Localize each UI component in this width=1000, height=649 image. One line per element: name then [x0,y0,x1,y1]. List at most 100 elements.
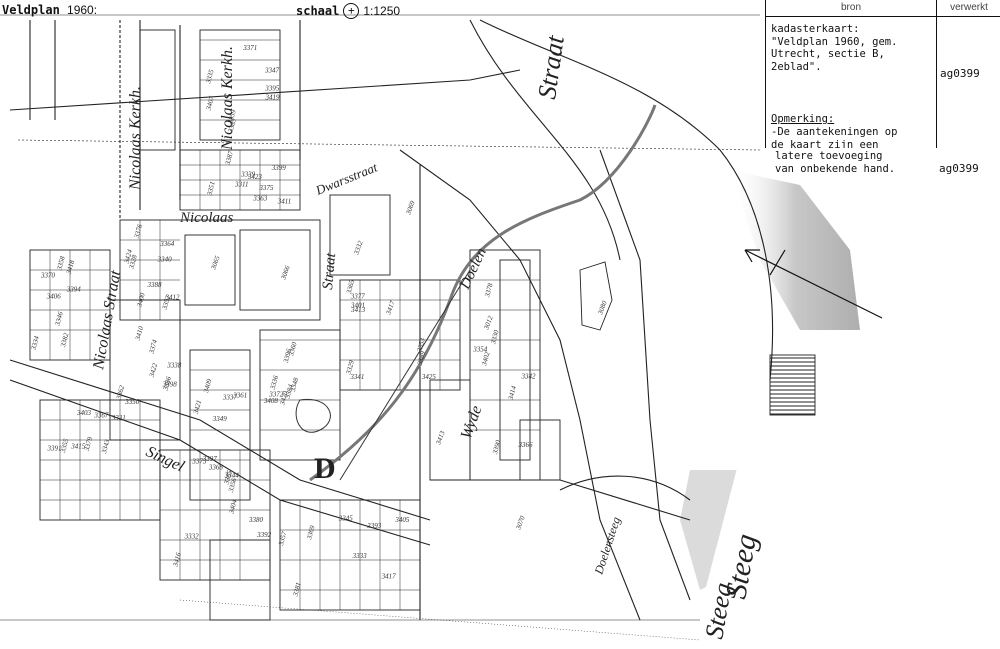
remark-text-overflow: latere toevoeging van onbekende hand. [775,150,896,175]
street-label: Nicolaas Kerkh. [127,86,144,191]
parcel-number: 3339 [240,171,256,179]
map-title-year: 1960: [67,3,98,17]
street-label: Dwarsstraat [313,159,380,198]
parcel-number: 3334 [29,335,41,352]
parcel-number: 3369 [305,524,317,541]
scale-ratio: 1:1250 [363,4,401,18]
parcel-number: 3340 [157,256,173,264]
street-label: Wyde [458,404,486,442]
parcel-number: 3389 [416,350,428,367]
parcel-number: 3392 [256,531,272,539]
parcel-number: 3411 [277,198,291,206]
big-parcel-numbers: 3065 3066 3332 3069 3080 3417 3413 3012 … [209,199,609,531]
map-title-name: Veldplan [2,3,60,17]
parcel-number: 3349 [212,415,228,423]
parcel-number: 3412 [165,293,181,301]
street-label: Straat [532,33,570,101]
parcel-number: 3362 [115,384,127,401]
parcel-number: 3066 [279,264,292,281]
parcel-number: 3422 [148,362,160,379]
parcel-number: 3350 [124,398,140,406]
parcel-number: 3384 [283,383,295,400]
parcel-number: 3415 [70,443,86,451]
parcel-number: 3337 [222,394,238,402]
parcel-number: 3414 [506,385,518,402]
parcel-number: 3396 [282,347,294,364]
parcel-number: 3352 [160,294,172,311]
parcel-number: 3338 [166,361,182,369]
street-label: Nicolaas Straat [90,269,124,372]
parcel-number: 3405 [394,516,410,524]
parcel-number: 3379 [83,436,95,453]
remark-title: Opmerking: [771,113,835,125]
parcel-number: 3355 [59,437,71,454]
parcel-number: 3328 [127,254,139,271]
parcel-number: 3417 [384,299,397,316]
parcel-number: 3413 [350,306,366,314]
col-header-source: bron [766,0,937,16]
parcel-number: 3330 [489,329,501,346]
parcel-number: 3336 [268,374,280,391]
parcel-number: 3354 [472,346,488,354]
parcel-number: 3419 [265,93,281,101]
parcel-number: 3380 [248,516,264,524]
parcel-number: 3356 [227,477,239,494]
parcel-number: 3351 [205,181,217,198]
parcel-number: 3398 [162,380,178,388]
parcel-number: 3065 [209,254,222,271]
parcel-number: 3366 [518,441,534,449]
parcel-number: 3342 [521,373,537,381]
parcel-number: 3391 [47,444,62,452]
street-label: Straat [320,252,339,291]
parcel-number: 3424 [122,248,134,265]
source-entry-text: kadasterkaart: "Veldplan 1960, gem. Utre… [771,23,898,73]
remark-ref: ag0399 [939,162,979,175]
parcel-number: 3410 [134,325,146,342]
street-label: Nicolaas [179,210,233,226]
col-header-processed: verwerkt [950,2,988,13]
parcel-grid [30,39,540,610]
map-scale: schaal + 1:1250 [296,3,400,19]
street-label: Singel [143,443,187,476]
parcel-number: 3403 [76,409,92,417]
parcel-number: 3367 [93,411,109,419]
parcel-number: 3381 [291,581,303,598]
map-scan-shadow [680,170,1000,649]
street-labels: Nicolaas Kerkh. Nicolaas Kerkh. Nicolaas… [90,33,763,641]
source-table-header: bron verwerkt [766,0,1000,17]
parcel-number: 3371 [242,44,257,52]
parcel-number: 3407 [204,95,216,112]
parcel-number: 3413 [434,429,447,446]
parcel-number: 3335 [204,68,216,85]
parcel-number: 3388 [147,281,163,289]
parcel-number: 3311 [234,181,248,189]
parcel-number: 3409 [202,378,214,395]
small-parcel-numbers: 3311332833293330333133323333333433353336… [29,44,536,598]
source-entry-ref: ag0399 [940,67,980,80]
map-title: Veldplan 1960: [2,3,97,17]
parcel-number: 3406 [46,293,62,301]
parcel-number: 3386 [161,375,173,392]
parcel-number: 3387 [223,150,235,167]
parcel-number: 3332 [352,239,365,256]
street-label: Doelensteeg [591,515,623,577]
parcel-number: 3418 [65,259,77,276]
parcel-number: 3347 [264,67,280,75]
column-divider [936,17,937,148]
parcel-number: 3393 [366,522,382,530]
parcel-number: 3069 [404,199,417,216]
parcel-number: 3423 [247,173,263,181]
parcel-number: 3080 [596,299,609,316]
parcel-number: 3370 [40,272,56,280]
later-annotations [295,104,883,482]
parcel-number: 3375 [258,184,274,192]
source-table-body: kadasterkaart: "Veldplan 1960, gem. Utre… [766,17,1000,148]
parcel-number: 3383 [226,117,238,134]
parcel-number: 3333 [352,552,368,560]
parcel-number: 3358 [55,255,67,272]
parcel-number: 3346 [53,310,65,327]
remark-text: -De aantekeningen op de kaart zijn een l… [771,126,898,148]
parcel-number: 3373 [191,457,207,465]
parcel-number: 3368 [208,463,224,471]
